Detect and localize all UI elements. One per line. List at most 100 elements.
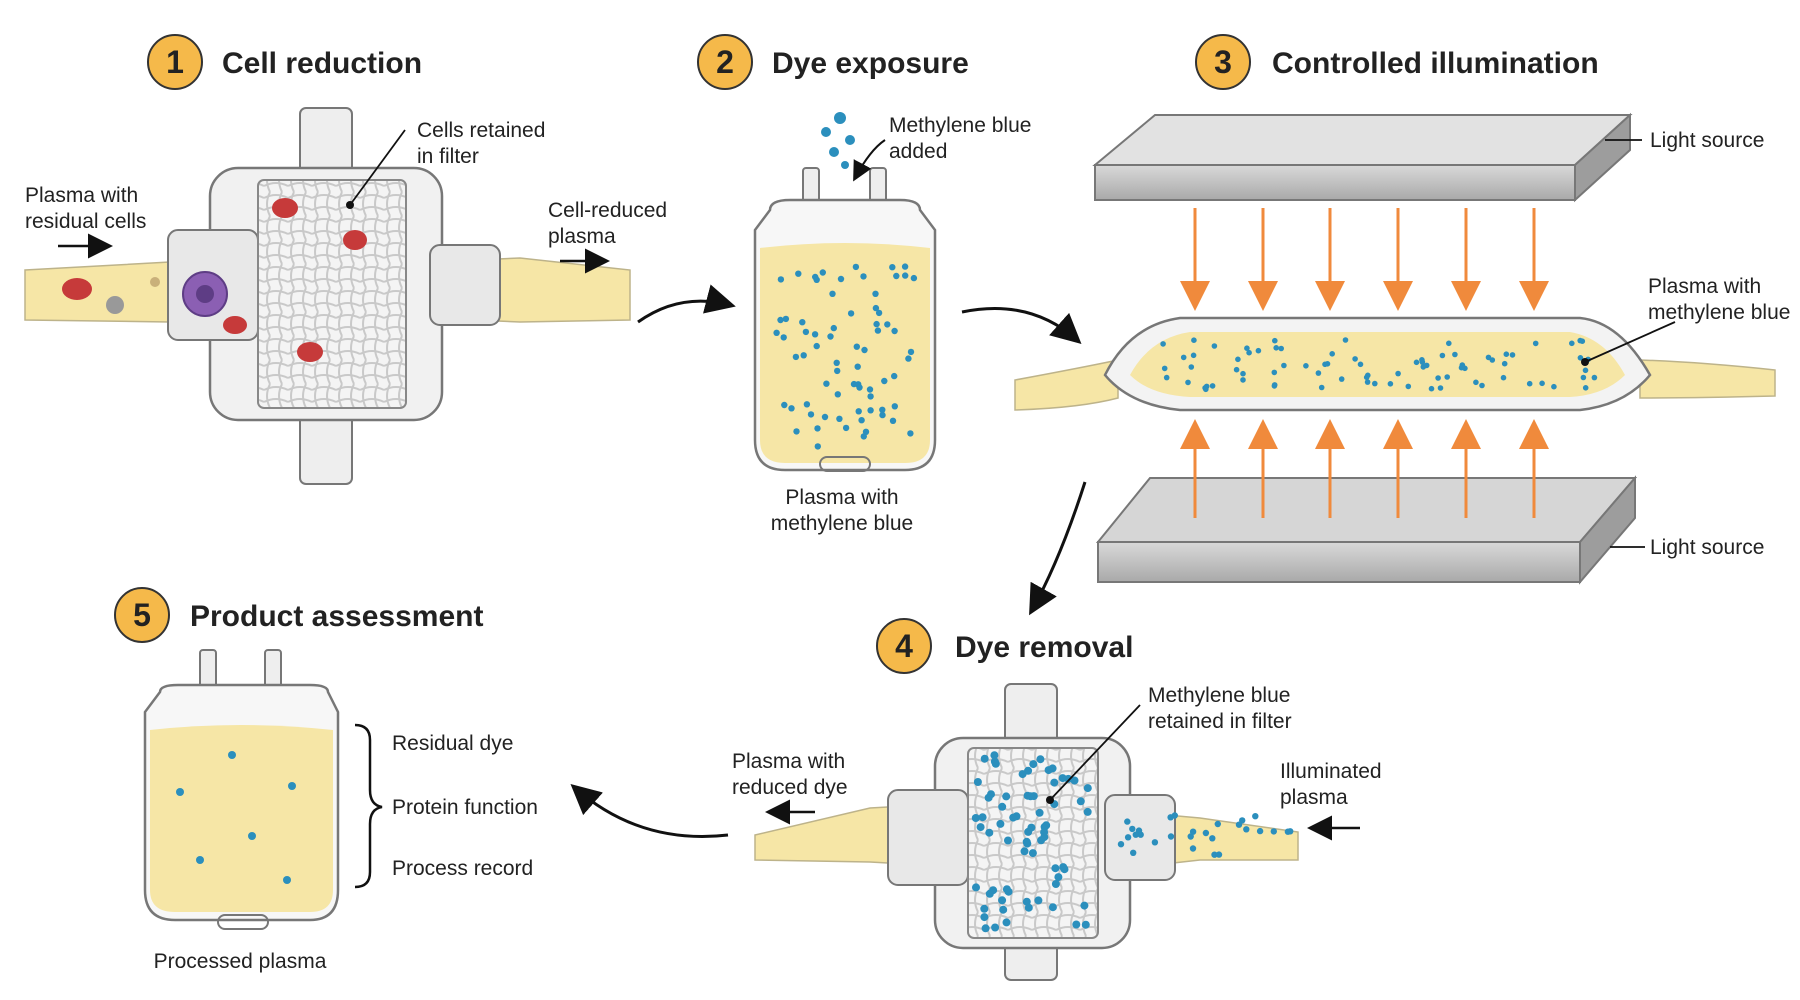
- dye-dot: [773, 329, 780, 336]
- dye-dot: [1365, 372, 1371, 379]
- dye-dot: [842, 424, 850, 432]
- step1-input-label-1: Plasma with: [25, 184, 138, 207]
- dye-dot: [873, 320, 880, 328]
- dye-dot: [823, 380, 830, 387]
- dye-dot: [972, 883, 980, 892]
- dye-dot: [1500, 374, 1507, 381]
- dye-dot: [1161, 365, 1168, 372]
- dye-dot: [1240, 370, 1246, 377]
- dye-dot: [889, 417, 897, 424]
- leader-dot: [346, 201, 354, 209]
- dye-dot: [1044, 766, 1053, 775]
- dye-dot: [1591, 374, 1598, 381]
- dye-dot: [907, 348, 915, 356]
- dye-dot: [1338, 376, 1345, 382]
- dye-dot: [1582, 385, 1589, 391]
- dye-dot: [803, 401, 811, 408]
- dye-added-arrow: [853, 139, 886, 182]
- dye-drop: [845, 135, 855, 145]
- filter-outlet-connector: [887, 789, 969, 886]
- step5-bag-label: Processed plasma: [154, 950, 327, 973]
- dye-dot: [1405, 383, 1412, 390]
- dye-dot: [1020, 847, 1029, 856]
- dye-dot: [1180, 354, 1187, 361]
- dye-dot: [1318, 384, 1325, 391]
- step-5-badge: [114, 587, 170, 643]
- dye-dot: [1271, 369, 1278, 376]
- dye-dot: [1503, 351, 1510, 358]
- step-5-number: 5: [133, 597, 151, 633]
- flow-arrow-3-to-4: [1029, 481, 1087, 616]
- dye-dot: [980, 754, 989, 763]
- step-1-badge: [147, 34, 203, 90]
- dye-dot: [879, 411, 886, 419]
- dye-dot: [829, 290, 836, 297]
- cell-filter-assembly: Plasma with residual cells Cells retaine…: [24, 107, 667, 485]
- dye-dot: [1002, 792, 1011, 801]
- dye-dot: [799, 319, 806, 326]
- dye-dot: [819, 269, 826, 276]
- filter-leader-line: [349, 129, 406, 206]
- dye-dot: [814, 425, 821, 432]
- light-arrows: [1180, 208, 1549, 518]
- dye-dot: [1132, 831, 1140, 838]
- dye-dot: [1278, 345, 1284, 352]
- dye-dot: [1203, 386, 1209, 393]
- dye-dot: [1315, 370, 1322, 376]
- dye-dot: [1028, 849, 1037, 858]
- step4-filter-label-2: retained in filter: [1148, 710, 1292, 733]
- dye-dot: [866, 386, 874, 393]
- bag-plasma: [760, 243, 930, 463]
- dye-dot: [1124, 818, 1131, 825]
- dye-dot: [907, 430, 914, 437]
- dye-dot: [1054, 873, 1063, 882]
- step3-bag-label-1: Plasma with: [1648, 275, 1761, 298]
- dye-dot: [1539, 380, 1545, 387]
- dye-drop: [834, 112, 846, 124]
- dye-dot: [867, 393, 874, 400]
- dye-dot: [872, 304, 880, 312]
- leader-dot: [1581, 358, 1589, 366]
- step2-added-label-1: Methylene blue: [889, 114, 1031, 137]
- dye-dot: [1070, 776, 1079, 785]
- dye-dot: [901, 263, 909, 270]
- dye-dot: [1372, 380, 1378, 387]
- dye-removal-filter-assembly: Methylene blue retained in filter Illumi…: [732, 683, 1382, 981]
- step3-bottom-light-label: Light source: [1650, 536, 1764, 559]
- residual-dye-dot: [248, 832, 256, 840]
- dye-dot: [1501, 360, 1508, 367]
- step1-output-label-1: Cell-reduced: [548, 199, 667, 222]
- dye-dot: [1190, 352, 1197, 359]
- filter-bottom-port: [299, 411, 353, 485]
- dye-dot: [891, 372, 898, 380]
- dye-dot: [1444, 374, 1450, 380]
- dye-dots: [773, 263, 918, 450]
- dye-dot: [852, 263, 860, 271]
- dye-dot: [1018, 770, 1027, 779]
- dye-dot: [978, 813, 987, 822]
- dye-dot: [910, 274, 918, 282]
- check-process-record: Process record: [392, 857, 533, 880]
- step-4-number: 4: [895, 628, 913, 664]
- dye-dot: [1083, 784, 1092, 793]
- flow-arrow-4-to-5: [570, 784, 729, 838]
- step-3-number: 3: [1214, 44, 1232, 80]
- dye-dot: [1202, 829, 1210, 837]
- dye-dots: [1160, 337, 1598, 393]
- dye-dot: [980, 913, 989, 922]
- dye-dot: [1215, 851, 1223, 858]
- filter-mesh: [967, 747, 1099, 939]
- dye-dot: [814, 443, 821, 450]
- dye-dot: [830, 324, 837, 332]
- dye-dot: [973, 778, 982, 786]
- dye-dot: [1329, 351, 1335, 357]
- flat-bag-plasma: [1130, 332, 1625, 397]
- step4-filter-label-1: Methylene blue: [1148, 684, 1290, 707]
- dye-dot: [856, 384, 863, 391]
- dye-dot: [990, 757, 999, 766]
- dye-dot: [1083, 807, 1092, 816]
- dye-dot: [1246, 349, 1252, 356]
- dye-dot: [1233, 366, 1240, 373]
- dye-dot: [891, 403, 898, 410]
- top-light-source-plate: [1094, 164, 1576, 201]
